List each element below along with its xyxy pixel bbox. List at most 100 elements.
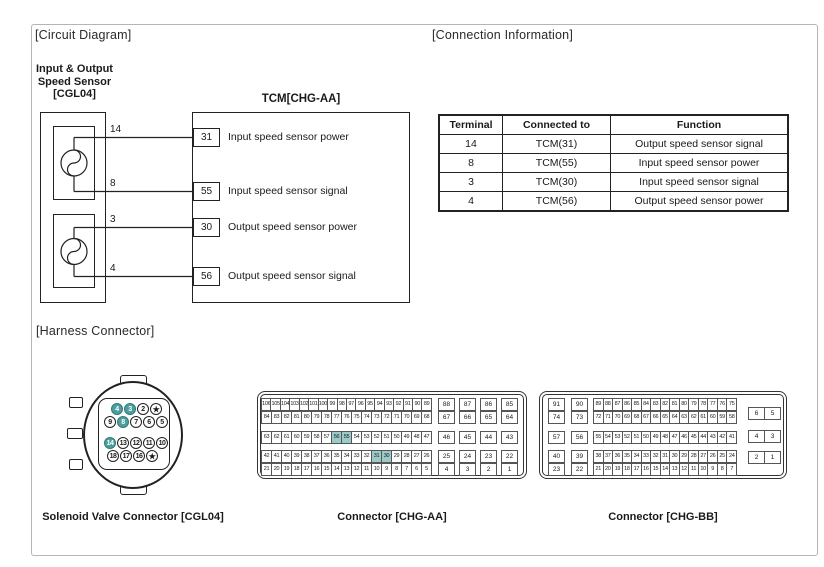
connector-pin: 6 xyxy=(143,416,155,428)
connector-pin: 9 xyxy=(104,416,116,428)
grid-cell: 22 xyxy=(501,450,518,463)
tcm-pin-box: 30 xyxy=(193,218,220,237)
grid-cell: 1 xyxy=(764,451,781,464)
table-header-cell: Terminal xyxy=(438,114,503,135)
grid-cell: 24 xyxy=(459,450,476,463)
grid-cell: 23 xyxy=(480,450,497,463)
connector-pin: 2 xyxy=(137,403,149,415)
grid-cell: 2 xyxy=(748,451,765,464)
table-cell: 4 xyxy=(438,191,503,212)
connector-pin: 16 xyxy=(133,450,145,462)
tcm-pin-box: 55 xyxy=(193,182,220,201)
grid-cell: 89 xyxy=(421,398,432,411)
grid-cell: 58 xyxy=(726,411,737,424)
tcm-label: TCM[CHG-AA] xyxy=(261,93,341,105)
grid-cell: 43 xyxy=(501,431,518,444)
grid-cell: 75 xyxy=(726,398,737,411)
connector-pin: 10 xyxy=(156,437,168,449)
connector-pin: 17 xyxy=(120,450,132,462)
table-cell: Output speed sensor power xyxy=(610,191,789,212)
tcm-pin-box: 56 xyxy=(193,267,220,286)
sensor-label-line-2: Speed Sensor xyxy=(37,75,112,88)
circuit-diagram-title: [Circuit Diagram] xyxy=(35,28,132,42)
grid-cell: 4 xyxy=(438,463,455,476)
grid-cell: 68 xyxy=(421,411,432,424)
cgl04-left-tab-1 xyxy=(69,397,83,408)
page-frame xyxy=(31,24,818,556)
grid-cell: 85 xyxy=(501,398,518,411)
grid-cell: 66 xyxy=(459,411,476,424)
grid-cell: 88 xyxy=(438,398,455,411)
tcm-box xyxy=(192,112,410,303)
sensor-connector-box xyxy=(40,112,106,303)
table-header-cell: Connected to xyxy=(502,114,611,135)
grid-cell: 65 xyxy=(480,411,497,424)
grid-cell: 26 xyxy=(421,450,432,463)
grid-cell: 22 xyxy=(571,463,588,476)
sensor-label-line-1: Input & Output xyxy=(36,63,113,75)
grid-cell: 86 xyxy=(480,398,497,411)
sensor-pin-number: 8 xyxy=(110,177,116,189)
grid-cell: 1 xyxy=(501,463,518,476)
grid-cell: 5 xyxy=(764,407,781,420)
grid-cell: 24 xyxy=(726,450,737,463)
table-cell: Input speed sensor signal xyxy=(610,172,789,192)
grid-cell: 6 xyxy=(748,407,765,420)
connector-pin: 3 xyxy=(124,403,136,415)
grid-cell: 25 xyxy=(438,450,455,463)
sensor-pin-number: 3 xyxy=(110,213,116,225)
grid-cell: 40 xyxy=(548,450,565,463)
chg-aa-caption: Connector [CHG-AA] xyxy=(337,511,447,523)
connector-pin: 5 xyxy=(156,416,168,428)
sensor2-box xyxy=(53,214,95,288)
grid-cell: 2 xyxy=(480,463,497,476)
tcm-pin-function: Output speed sensor power xyxy=(228,220,357,233)
grid-cell: 74 xyxy=(548,411,565,424)
table-cell: TCM(30) xyxy=(502,172,611,192)
chg-bb-caption: Connector [CHG-BB] xyxy=(608,511,718,523)
connector-pin: 12 xyxy=(130,437,142,449)
star-pin: ★ xyxy=(150,403,162,415)
cgl04-keying-outline xyxy=(98,398,170,470)
grid-cell: 41 xyxy=(726,431,737,444)
tcm-pin-box: 31 xyxy=(193,128,220,147)
grid-cell: 57 xyxy=(548,431,565,444)
connector-pin: 13 xyxy=(117,437,129,449)
grid-cell: 39 xyxy=(571,450,588,463)
table-cell: TCM(55) xyxy=(502,153,611,173)
grid-cell: 44 xyxy=(480,431,497,444)
grid-cell: 91 xyxy=(548,398,565,411)
tcm-pin-function: Output speed sensor signal xyxy=(228,269,356,282)
cgl04-left-tab-2 xyxy=(67,428,83,439)
sensor-label-line-3: [CGL04] xyxy=(53,88,96,100)
table-cell: TCM(56) xyxy=(502,191,611,212)
connector-pin: 7 xyxy=(130,416,142,428)
sensor-pin-number: 4 xyxy=(110,262,116,274)
grid-cell: 4 xyxy=(748,430,765,443)
connector-pin: 8 xyxy=(117,416,129,428)
table-cell: TCM(31) xyxy=(502,134,611,154)
connection-information-title: [Connection Information] xyxy=(432,28,573,42)
table-cell: Input speed sensor power xyxy=(610,153,789,173)
grid-cell: 5 xyxy=(421,463,432,476)
grid-cell: 64 xyxy=(501,411,518,424)
grid-cell: 45 xyxy=(459,431,476,444)
sensor-connector-label: Input & Output Speed Sensor [CGL04] xyxy=(27,63,122,101)
connector-pin: 14 xyxy=(104,437,116,449)
connector-pin: 11 xyxy=(143,437,155,449)
grid-cell: 7 xyxy=(726,463,737,476)
grid-cell: 56 xyxy=(571,431,588,444)
